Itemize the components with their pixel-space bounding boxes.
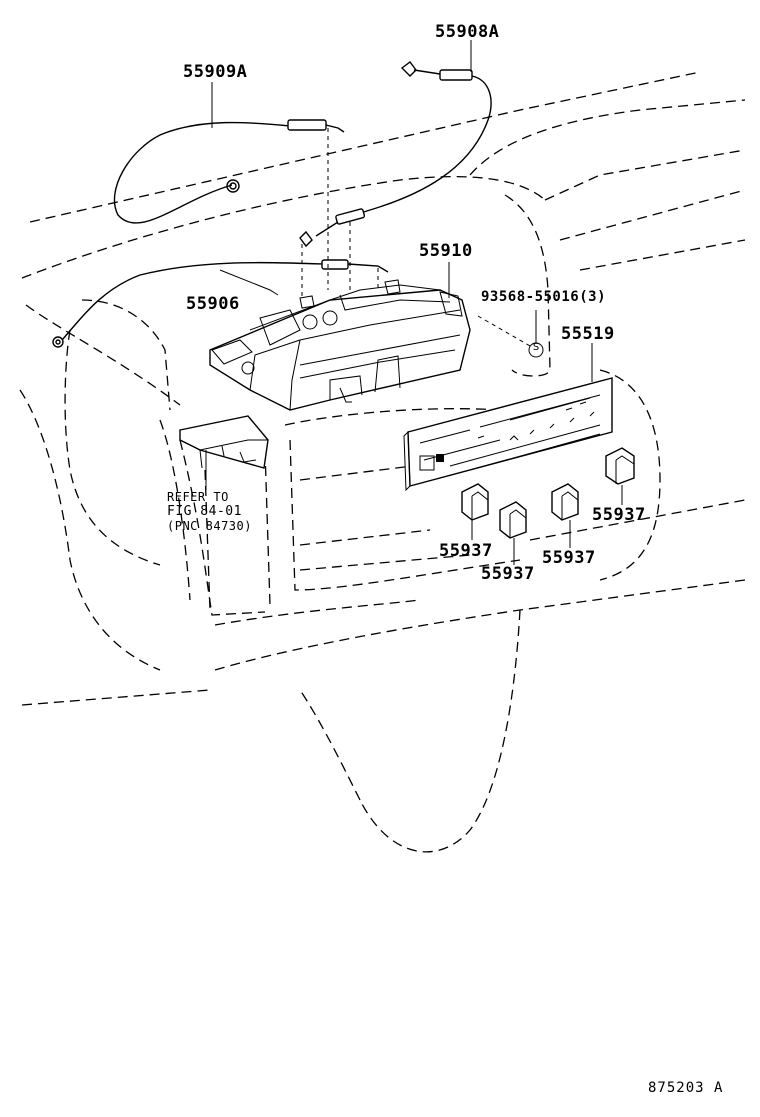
knob-4 (605, 447, 635, 485)
label-55937-right: 55937 (592, 505, 646, 525)
label-55909a: 55909A (183, 62, 248, 82)
label-screw: 93568-55016(3) (481, 289, 607, 305)
knob-2 (499, 501, 527, 539)
refer-note-line2: FIG 84-01 (167, 504, 242, 519)
cable-55909a (113, 119, 345, 224)
label-55910: 55910 (419, 241, 473, 261)
label-55937-left: 55937 (439, 541, 493, 561)
knob-1 (461, 483, 489, 521)
cable-55908a (299, 61, 492, 248)
dashboard-outline (19, 71, 746, 853)
label-55937-mid-right: 55937 (542, 548, 596, 568)
blower-switch-ref (179, 415, 269, 469)
screw-symbol-letter: S (532, 342, 540, 353)
label-55906: 55906 (186, 294, 240, 314)
knob-group (461, 447, 635, 539)
label-55908a: 55908A (435, 22, 500, 42)
control-panel-55519 (403, 377, 613, 492)
leader-lines (205, 40, 623, 565)
label-55937-mid: 55937 (481, 564, 535, 584)
heater-control-55910 (209, 279, 471, 411)
label-55519: 55519 (561, 324, 615, 344)
refer-note-line1: REFER TO (167, 490, 229, 504)
refer-note-line3: (PNC 84730) (167, 519, 252, 533)
figure-code: 875203 A (648, 1080, 724, 1096)
knob-3 (551, 483, 579, 521)
